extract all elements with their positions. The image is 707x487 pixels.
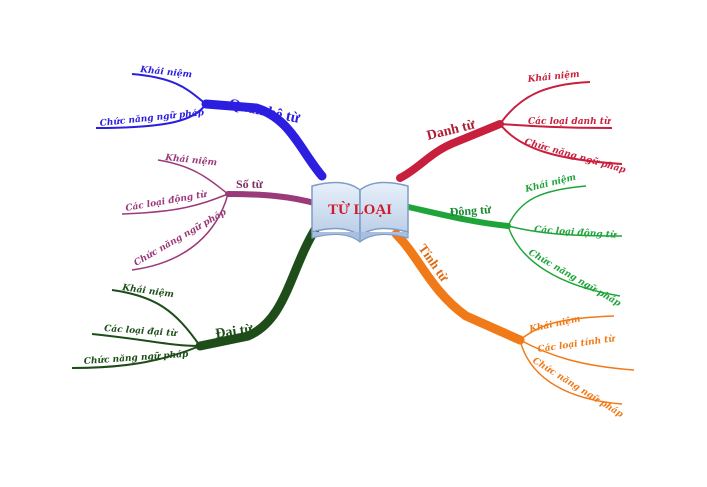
sub-branch-line (507, 225, 623, 237)
sub-label: Khái niệm (121, 282, 175, 300)
sub-label: Khái niệm (527, 313, 581, 335)
sub-branch-line (499, 123, 613, 129)
branch-label: Quan hệ từ (227, 96, 302, 127)
sub-label: Các loại danh từ (528, 116, 612, 127)
branch-line (401, 203, 511, 229)
sub-label: Các loại đại từ (104, 323, 179, 339)
sub-branch-line (157, 159, 229, 195)
sub-branch-line (95, 103, 207, 129)
sub-branch-line (507, 185, 587, 227)
sub-branch-line (111, 289, 201, 347)
sub-branch-line (131, 193, 229, 271)
sub-branch-line (499, 123, 623, 165)
branch-line (195, 223, 321, 351)
branch-line (225, 191, 321, 207)
sub-label: Các loại động từ (534, 224, 618, 241)
sub-branch-line (519, 315, 615, 341)
branch-tinh-tu: Tính từ Khái niệm Các loại tính từ Chức … (391, 229, 635, 420)
open-book-icon (311, 181, 409, 243)
sub-branch-line (519, 339, 635, 371)
center-title: TỪ LOẠI (328, 201, 392, 218)
branch-line (391, 229, 525, 345)
branch-dai-tu: Đại từ Khái niệm Các loại đại từ Chức nă… (71, 223, 321, 369)
sub-label: Khái niệm (139, 64, 193, 80)
branch-so-tu: Số từ Khái niệm Các loại động từ Chức nă… (121, 152, 321, 271)
central-node: TỪ LOẠI (311, 181, 409, 243)
sub-label: Khái niệm (164, 152, 218, 168)
branch-danh-tu: Danh từ Khái niệm Các loại danh từ Chức … (396, 69, 628, 182)
sub-label: Chức năng ngữ pháp (530, 355, 625, 420)
sub-branch-line (131, 73, 207, 105)
branch-label: Đại từ (214, 322, 254, 342)
sub-branch-line (71, 345, 201, 369)
sub-branch-line (519, 339, 623, 405)
branch-line (396, 120, 504, 182)
branch-line (201, 99, 327, 181)
sub-branch-line (121, 193, 229, 215)
branch-label: Số từ (236, 177, 264, 191)
sub-label: Các loại tính từ (537, 333, 617, 355)
sub-branch-line (499, 81, 591, 125)
branch-label: Động từ (449, 202, 492, 219)
sub-branch-line (507, 225, 621, 297)
sub-branch-line (91, 333, 201, 347)
sub-label: Chức năng ngữ pháp (527, 247, 624, 309)
sub-label: Chức năng ngữ pháp (132, 206, 229, 268)
sub-label: Chức năng ngữ pháp (523, 136, 627, 176)
